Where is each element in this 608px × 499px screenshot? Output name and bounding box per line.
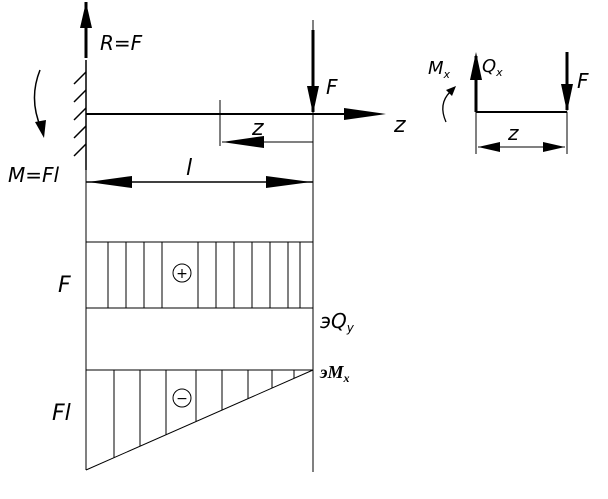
section-moment-curved-arrow <box>442 91 451 123</box>
length-arrowhead-right <box>266 176 311 188</box>
force-arrowhead <box>307 86 319 114</box>
shear-sign-circle <box>172 263 192 283</box>
shear-hatching <box>107 242 301 308</box>
moment-arrowhead <box>35 120 46 138</box>
moment-sign: − <box>176 391 188 407</box>
moment-hatching <box>113 370 295 458</box>
section-moment-arrowhead <box>446 86 456 96</box>
section-z-arrowhead-right <box>543 142 565 152</box>
length-label: l <box>186 156 192 181</box>
moment-label: M=Fl <box>8 163 60 187</box>
z-axis-arrowhead <box>344 108 386 120</box>
section-force-arrowhead <box>561 84 573 112</box>
moment-diagram: − <box>85 369 314 471</box>
section-force-label: F <box>577 69 589 93</box>
moment-sign-circle <box>172 388 192 408</box>
section-z-label: z <box>507 121 519 145</box>
section-z-arrowhead-left <box>478 142 500 152</box>
shear-diagram-label: эQy <box>320 309 355 335</box>
shear-diagram: + <box>85 241 313 309</box>
shear-sign: + <box>176 266 188 282</box>
moment-diagram-label: эMx <box>319 362 349 385</box>
reaction-arrowhead <box>80 2 92 28</box>
force-label: F <box>326 75 338 99</box>
section-shear-label: Qx <box>482 56 503 79</box>
wall-support <box>73 60 87 170</box>
z-dimension-arrowhead <box>222 136 264 148</box>
reaction-label: R=F <box>100 31 143 55</box>
shear-value-label: F <box>58 273 71 298</box>
length-arrowhead-left <box>88 176 132 188</box>
section-moment-label: Mx <box>428 58 451 81</box>
section-shear-arrowhead <box>470 52 482 80</box>
moment-value-label: Fl <box>52 401 71 426</box>
z-distance-label: z <box>251 116 264 141</box>
section-free-body <box>442 52 573 154</box>
z-axis-label: z <box>393 113 406 138</box>
